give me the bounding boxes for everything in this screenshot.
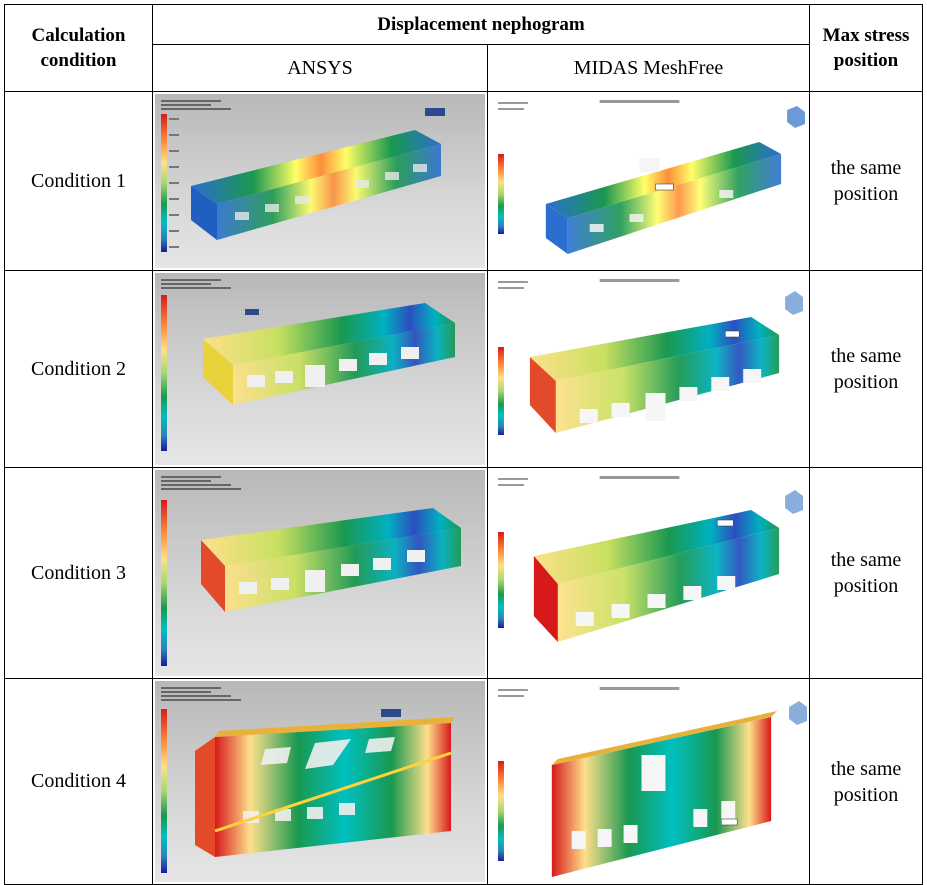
midas-nephogram-4 xyxy=(487,678,810,885)
max-stress-result: the same position xyxy=(809,467,923,679)
midas-nephogram-image xyxy=(490,470,807,676)
ansys-nephogram-image xyxy=(155,94,485,268)
max-stress-result: the same position xyxy=(809,91,923,271)
table-row: Condition 2 xyxy=(4,270,923,468)
ansys-nephogram-3 xyxy=(152,467,488,679)
midas-nephogram-image xyxy=(490,94,807,268)
header-displacement-nephogram: Displacement nephogram xyxy=(152,4,810,45)
header-ansys: ANSYS xyxy=(152,44,488,92)
ansys-nephogram-4 xyxy=(152,678,488,885)
midas-nephogram-1 xyxy=(487,91,810,271)
comparison-table: Calculation condition Displacement nepho… xyxy=(4,4,923,885)
table-row: Condition 3 xyxy=(4,467,923,679)
max-stress-result: the same position xyxy=(809,270,923,468)
ansys-nephogram-image xyxy=(155,681,485,882)
condition-label: Condition 2 xyxy=(4,270,153,468)
condition-label: Condition 4 xyxy=(4,678,153,885)
midas-nephogram-3 xyxy=(487,467,810,679)
midas-nephogram-image xyxy=(490,681,807,882)
midas-nephogram-image xyxy=(490,273,807,465)
condition-label: Condition 3 xyxy=(4,467,153,679)
header-midas-meshfree: MIDAS MeshFree xyxy=(487,44,810,92)
header-calculation-condition: Calculation condition xyxy=(4,4,153,92)
max-stress-result: the same position xyxy=(809,678,923,885)
ansys-nephogram-1 xyxy=(152,91,488,271)
header-max-stress-position: Max stress position xyxy=(809,4,923,92)
table-row: Condition 1 xyxy=(4,91,923,271)
table-row: Condition 4 xyxy=(4,678,923,885)
ansys-nephogram-image xyxy=(155,470,485,676)
ansys-nephogram-image xyxy=(155,273,485,465)
condition-label: Condition 1 xyxy=(4,91,153,271)
ansys-nephogram-2 xyxy=(152,270,488,468)
midas-nephogram-2 xyxy=(487,270,810,468)
